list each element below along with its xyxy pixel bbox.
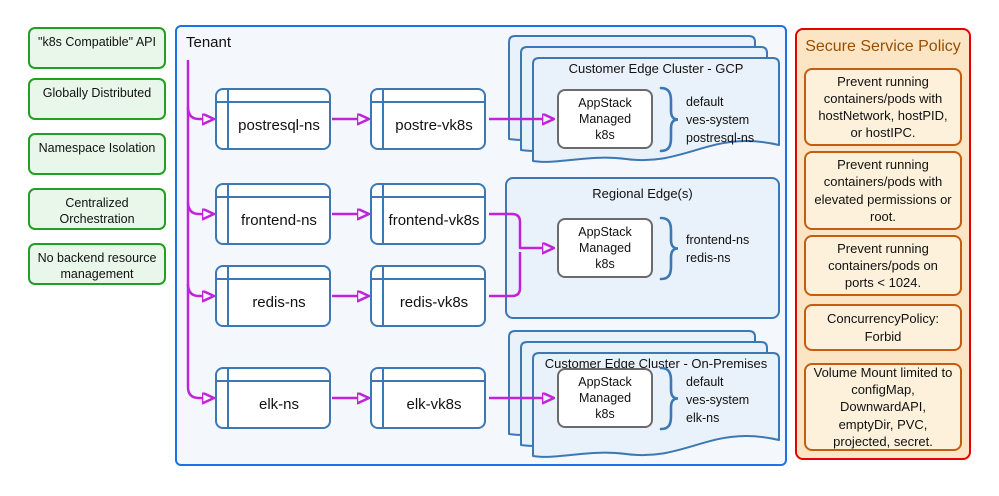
frame-line [372, 196, 484, 198]
feature-namespace-isolation: Namespace Isolation [28, 133, 166, 175]
frame-line [372, 278, 484, 280]
frame-line [227, 90, 229, 148]
frame-line [217, 380, 329, 382]
node-frontend-vk8s: frontend-vk8s [370, 183, 486, 245]
frame-line [227, 185, 229, 243]
namespace-item: default [686, 95, 724, 109]
frame-line [372, 101, 484, 103]
feature-k8s-compatible-api: "k8s Compatible" API [28, 27, 166, 69]
frame-line [372, 380, 484, 382]
policy-panel-title: Secure Service Policy [805, 38, 961, 55]
frame-line [382, 90, 384, 148]
brace-shape [659, 216, 679, 281]
node-label: frontend-vk8s [388, 211, 480, 229]
appstack-node-regional: AppStack Managed k8s [557, 218, 653, 278]
tenant-label: Tenant [186, 34, 232, 51]
secure-service-policy-panel: Secure Service Policy Prevent running co… [795, 28, 971, 460]
feature-label: Namespace Isolation [38, 141, 156, 155]
policy-elevated-permissions: Prevent running containers/pods with ele… [804, 151, 962, 230]
frame-line [217, 101, 329, 103]
cluster-title-regional: Regional Edge(s) [592, 186, 693, 201]
namespace-item: ves-system [686, 113, 750, 127]
appstack-node-gcp: AppStack Managed k8s [557, 89, 653, 149]
policy-concurrency: ConcurrencyPolicy: Forbid [804, 304, 962, 351]
node-postre-vk8s: postre-vk8s [370, 88, 486, 150]
node-label: elk-vk8s [406, 395, 462, 413]
policy-ports: Prevent running containers/pods on ports… [804, 235, 962, 296]
policy-host-access: Prevent running containers/pods with hos… [804, 68, 962, 146]
node-label: frontend-ns [241, 211, 317, 229]
namespace-list-onprem: default ves-system elk-ns [686, 373, 749, 427]
node-redis-ns: redis-ns [215, 265, 331, 327]
namespace-list-regional: frontend-ns redis-ns [686, 231, 749, 267]
frame-line [227, 267, 229, 325]
namespace-item: ves-system [686, 393, 750, 407]
cluster-title-onprem: Customer Edge Cluster - On-Premises [544, 356, 768, 371]
policy-text: Prevent running containers/pods with hos… [818, 73, 948, 141]
policy-text: Volume Mount limited to configMap, Downw… [813, 365, 953, 449]
feature-label: "k8s Compatible" API [38, 35, 156, 49]
node-label: postresql-ns [238, 116, 320, 134]
policy-text: Prevent running containers/pods on ports… [828, 240, 938, 291]
node-label: postre-vk8s [395, 116, 473, 134]
node-frontend-ns: frontend-ns [215, 183, 331, 245]
frame-line [382, 369, 384, 427]
cluster-title-gcp: Customer Edge Cluster - GCP [568, 61, 744, 76]
frame-line [382, 267, 384, 325]
namespace-list-gcp: default ves-system postresql-ns [686, 93, 754, 147]
feature-centralized-orchestration: Centralized Orchestration [28, 188, 166, 230]
policy-text: Prevent running containers/pods with ele… [814, 157, 952, 224]
feature-label: Centralized Orchestration [59, 196, 135, 226]
frame-line [227, 369, 229, 427]
node-label: redis-vk8s [399, 293, 469, 311]
node-label: elk-ns [258, 395, 299, 413]
brace-shape [659, 86, 679, 153]
namespace-item: elk-ns [686, 411, 720, 425]
appstack-node-onprem: AppStack Managed k8s [557, 368, 653, 428]
node-elk-ns: elk-ns [215, 367, 331, 429]
node-elk-vk8s: elk-vk8s [370, 367, 486, 429]
namespace-item: redis-ns [686, 251, 731, 265]
node-postresql-ns: postresql-ns [215, 88, 331, 150]
frame-line [217, 278, 329, 280]
node-redis-vk8s: redis-vk8s [370, 265, 486, 327]
feature-label: Globally Distributed [42, 86, 152, 100]
feature-globally-distributed: Globally Distributed [28, 78, 166, 120]
policy-text: ConcurrencyPolicy: Forbid [827, 311, 939, 344]
policy-volume-mount: Volume Mount limited to configMap, Downw… [804, 363, 962, 451]
namespace-item: frontend-ns [686, 233, 750, 247]
frame-line [382, 185, 384, 243]
namespace-item: postresql-ns [686, 131, 755, 145]
node-label: redis-ns [252, 293, 306, 311]
feature-label: No backend resource management [37, 251, 157, 281]
tenant-container: Tenant postresql-ns frontend-ns redis-ns… [175, 25, 787, 466]
frame-line [217, 196, 329, 198]
namespace-item: default [686, 375, 724, 389]
feature-no-backend-resource-mgmt: No backend resource management [28, 243, 166, 285]
brace-shape [659, 366, 679, 431]
